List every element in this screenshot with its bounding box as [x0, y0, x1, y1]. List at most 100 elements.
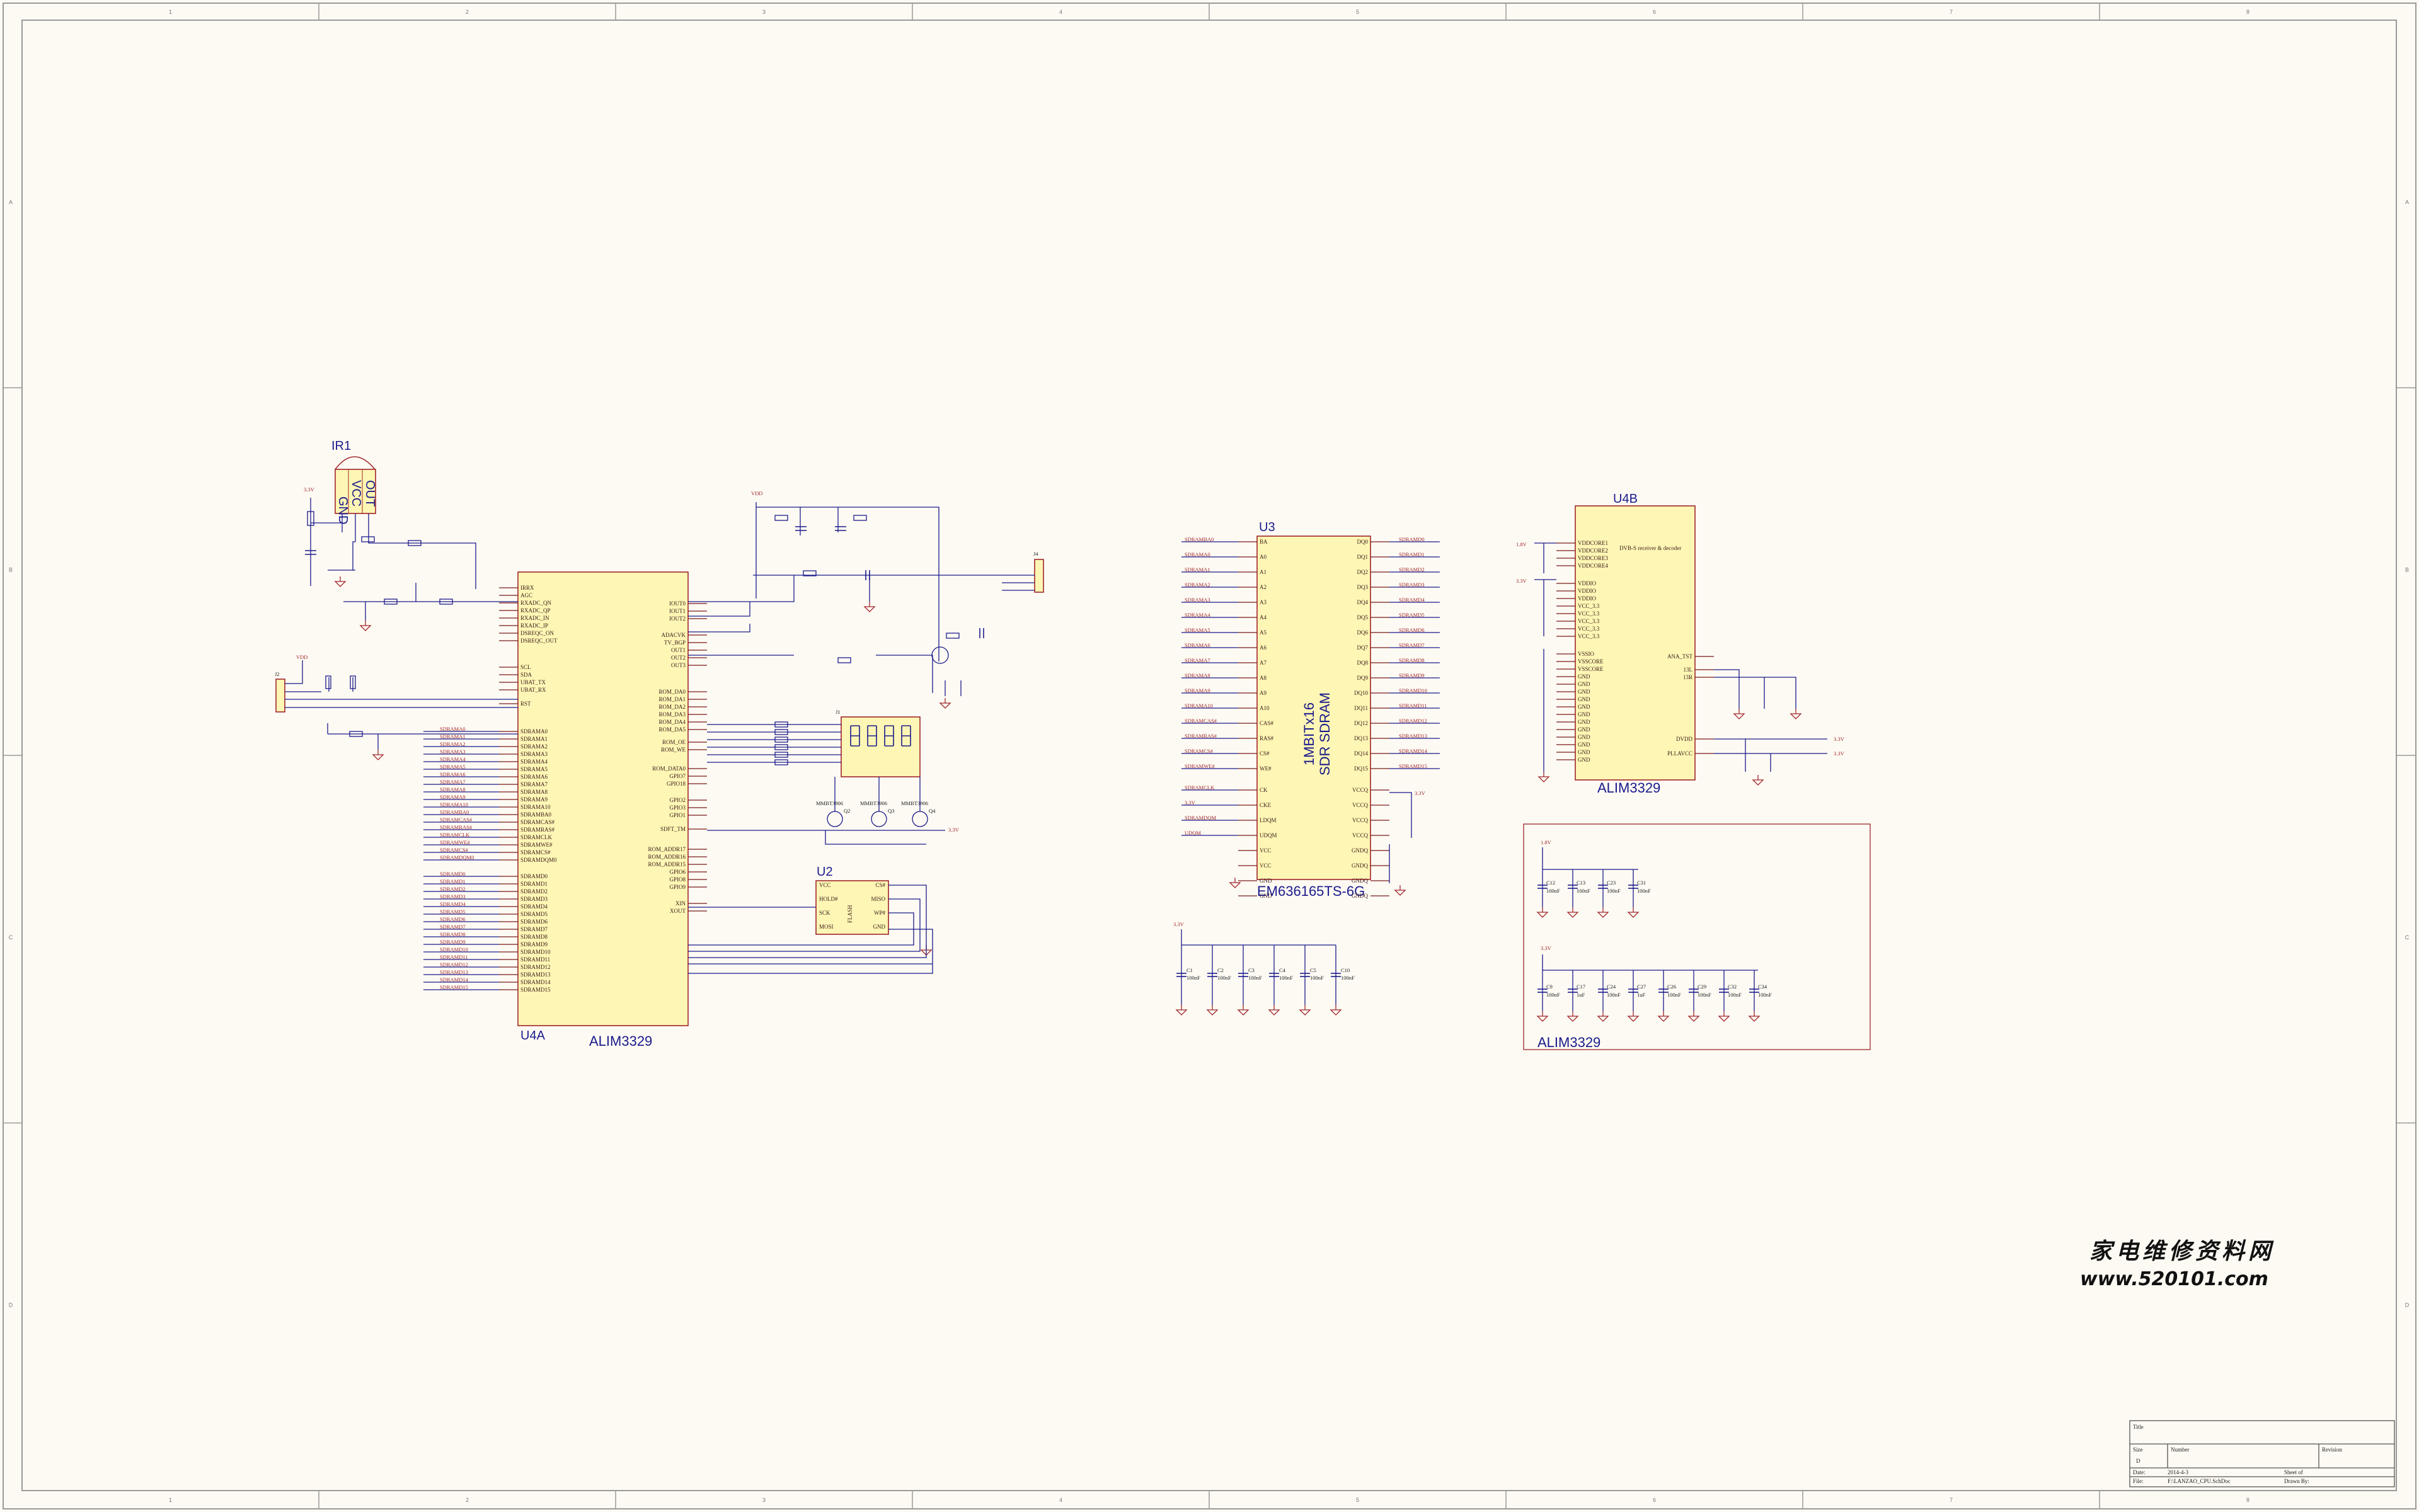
sdram-cap-ground: [1206, 1005, 1219, 1016]
ground-triangle: [1597, 1011, 1609, 1022]
u3-left-pin-label: A7: [1260, 660, 1267, 666]
u3-left-pin-label: A4: [1260, 614, 1267, 621]
zone-col-bottom: 2: [466, 1497, 469, 1503]
u4a-right-pin-label: GPIO6: [669, 869, 686, 875]
u3-right-net: SDRAMD13: [1399, 733, 1427, 739]
sdram-cap-ref: C3: [1248, 967, 1255, 973]
u3-right-pin-label: VCCQ: [1352, 832, 1369, 839]
u4a-left-pin-label: SDRAMCS#: [520, 849, 551, 856]
u2-pin-left: MOSI: [819, 924, 834, 930]
u4a-left-pin-label: RXADC_QN: [520, 600, 552, 606]
u4b-left-pins: VDDCORE1VDDCORE2VDDCORE3VDDCORE4VDDIOVDD…: [1534, 540, 1609, 782]
r23: [853, 515, 867, 521]
j2-wires: [285, 660, 518, 708]
ground-triangle: [1537, 772, 1550, 782]
brand-watermark: 家电维修资料网 www.520101.com: [2080, 1238, 2271, 1290]
seven-seg-digit: [884, 725, 894, 747]
transistor-ref: Q4: [929, 808, 936, 814]
u3-left-pins: BASDRAMBA0A0SDRAMA0A1SDRAMA1A2SDRAMA2A3S…: [1181, 536, 1277, 899]
u4a-net-label: SDRAMA10: [440, 801, 468, 808]
u4b-right-pin-label: PLLAVCC: [1667, 750, 1692, 757]
u2-pin-left: HOLD#: [819, 896, 838, 902]
u4b-left-pin-label: VSSIO: [1578, 651, 1595, 657]
u4a-left-pin-label: SDRAMA7: [520, 781, 548, 788]
u3-left-net: SDRAMA1: [1185, 566, 1210, 573]
q1-transistor: [931, 646, 949, 664]
u4a-left-pin-label: SDRAMD0: [520, 873, 548, 879]
tb-drawn-label: Drawn By:: [2284, 1478, 2309, 1484]
decoupling-row2-ground: [1657, 1011, 1670, 1022]
ground-triangle: [1299, 1005, 1311, 1016]
zone-col-top: 4: [1059, 9, 1062, 15]
u4a-left-pin-label: UBAT_RX: [520, 687, 546, 693]
u4a-left-pin-label: AGC: [520, 592, 532, 598]
r42: [384, 598, 398, 605]
u3-left-pin-label: A2: [1260, 584, 1267, 590]
u4a-right-pin-label: GPIO3: [669, 805, 686, 811]
decoupling-row2-ground: [1566, 1011, 1579, 1022]
u3-right-pin-label: VCCQ: [1352, 787, 1369, 793]
decoupling-rail-1: 1.8V: [1541, 839, 1552, 845]
u4a-ref: U4A: [520, 1029, 546, 1043]
u4b-left-pin-label: GND: [1578, 689, 1590, 695]
u3-right-net: SDRAMD10: [1399, 687, 1427, 694]
ground-triangle: [1536, 907, 1549, 918]
zone-col-bottom: 8: [2246, 1497, 2249, 1503]
u4a-left-pin-label: SDRAMA8: [520, 789, 548, 795]
u3-left-pin-label: A0: [1260, 554, 1267, 560]
u4b-left-pin-label: VCC_3.3: [1578, 633, 1600, 639]
ground-triangle: [1237, 1005, 1250, 1016]
u4a-right-pin-label: ADACVK: [661, 632, 686, 638]
u4a-net-label: SDRAMA0: [440, 726, 466, 732]
r18: [774, 515, 788, 521]
tb-sheet-label: Sheet of: [2284, 1469, 2303, 1475]
sheet-inner-border: [21, 20, 2397, 1491]
j4-wires: [996, 575, 1035, 591]
u3-left-net: SDRAMA6: [1185, 642, 1210, 648]
u2-pin-left: VCC: [819, 882, 831, 888]
u4a-left-pin-label: SDRAMD7: [520, 926, 548, 932]
u4a-right-pin-label: XOUT: [670, 908, 686, 914]
u3-left-net: SDRAMWE#: [1185, 763, 1215, 769]
decoupling-row2-value: 100nF: [1607, 992, 1621, 998]
u4a-left-pin-label: SDRAMA5: [520, 766, 548, 772]
sdram-cap-value: 100nF: [1310, 975, 1324, 981]
u3-body: [1256, 536, 1371, 880]
u4a-right-pin-label: ROM_DA0: [658, 689, 686, 695]
decoupling-row1-ref: C12: [1546, 879, 1555, 886]
u4b-left-pin-label: VDDCORE3: [1578, 555, 1609, 561]
ground-triangle: [1627, 907, 1640, 918]
u4b-left-pin-label: VDDCORE1: [1578, 540, 1608, 546]
decoupling-row-2: C9100nFC171uFC24100nFC271uFC26100nFC2910…: [1536, 954, 1772, 1022]
ground-triangle: [1566, 907, 1579, 918]
decoupling-row1-ref: C23: [1607, 879, 1616, 886]
ir-resistor-r14: [307, 511, 314, 526]
j2-ref: J2: [275, 671, 280, 677]
agc-net: [343, 583, 518, 621]
u3-right-pin-label: GNDQ: [1352, 862, 1368, 869]
r35: [837, 657, 851, 663]
u4a-right-pin-label: ROM_DA3: [658, 711, 686, 718]
u3-left-net: SDRAMBA0: [1185, 536, 1214, 542]
u4b-left-pin-label: GND: [1578, 742, 1590, 748]
u2-body: [815, 880, 889, 935]
u4a-net-label: SDRAMA9: [440, 794, 466, 800]
u4b-left-pin-label: GND: [1578, 726, 1590, 733]
u4b-note: DVB-S receiver & decoder: [1619, 545, 1681, 551]
u3-sdram: U3 EM636165TS-6G 1MBITx16 SDR SDRAM BASD…: [1181, 520, 1440, 899]
u4b-left-pin-label: GND: [1578, 734, 1590, 740]
u3-left-pin-label: A5: [1260, 629, 1267, 636]
ground-triangle: [1748, 1011, 1761, 1022]
driver-transistor: [912, 811, 928, 827]
decoupling-row1-value: 100nF: [1546, 888, 1560, 894]
u4a-left-pin-label: RXADC_IN: [520, 615, 549, 621]
u4b-cap-ground-1: [1733, 709, 1745, 719]
decoupling-row2-ground: [1718, 1011, 1730, 1022]
ground-triangle: [1597, 907, 1609, 918]
sdram-cap-ref: C10: [1341, 967, 1350, 973]
u4a-net-label: SDRAMBA0: [440, 809, 469, 815]
u4a-right-pin-label: ROM_DA4: [658, 719, 686, 725]
u4a-right-pin-label: GPIO1: [669, 812, 686, 818]
